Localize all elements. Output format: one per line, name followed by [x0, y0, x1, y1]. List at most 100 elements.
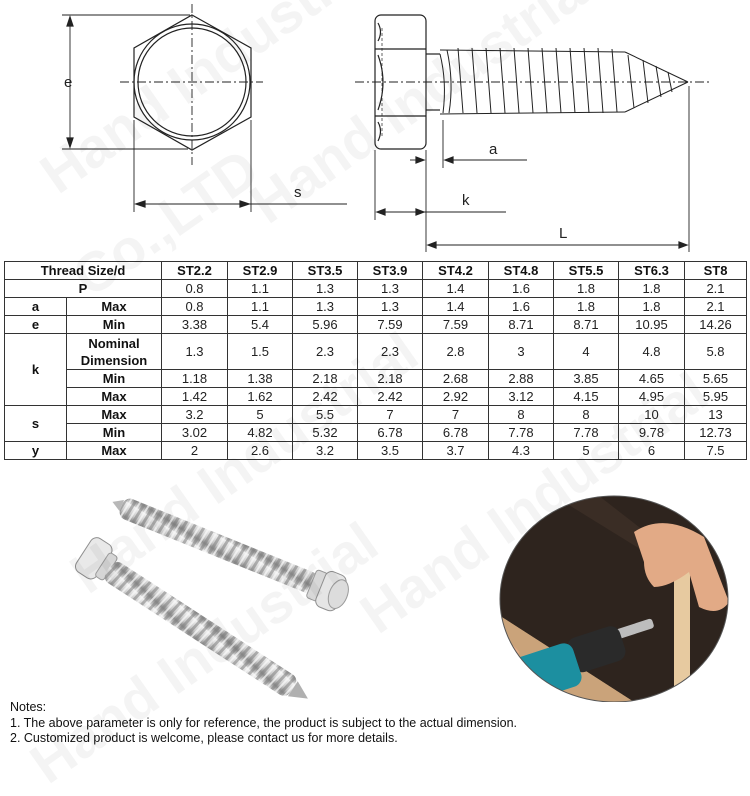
table-cell: 1.8	[618, 279, 685, 298]
table-cell: 5.95	[684, 387, 747, 406]
table-cell: 3.12	[488, 387, 554, 406]
table-cell: 4.15	[553, 387, 619, 406]
header-size: ST2.9	[227, 261, 293, 280]
table-cell: 8.71	[553, 315, 619, 334]
table-cell: 12.73	[684, 423, 747, 442]
header-size: ST5.5	[553, 261, 619, 280]
dim-label-a: a	[489, 141, 498, 158]
table-cell: 2.42	[357, 387, 423, 406]
header-size: ST8	[684, 261, 747, 280]
table-cell: 3.5	[357, 441, 423, 460]
table-cell: 7.59	[357, 315, 423, 334]
table-cell: 7.59	[422, 315, 489, 334]
sub-label: Min	[66, 423, 162, 442]
table-cell: 7.78	[488, 423, 554, 442]
table-cell: 3.38	[161, 315, 228, 334]
table-cell: 14.26	[684, 315, 747, 334]
param-label: k	[4, 333, 67, 406]
table-cell: 1.6	[488, 279, 554, 298]
note-item: 2. Customized product is welcome, please…	[10, 731, 398, 745]
sub-label-line: Dimension	[80, 352, 148, 368]
screw-back	[112, 498, 349, 612]
table-cell: 5.65	[684, 369, 747, 388]
sub-label-line: Nominal	[88, 335, 140, 351]
table-cell: 2.1	[684, 279, 747, 298]
header-size: ST4.8	[488, 261, 554, 280]
table-cell: 2.1	[684, 297, 747, 316]
header-size: ST2.2	[161, 261, 228, 280]
table-cell: 1.3	[292, 279, 358, 298]
sub-label: Max	[66, 405, 162, 424]
table-cell: 8.71	[488, 315, 554, 334]
notes: Notes: 1. The above parameter is only fo…	[10, 700, 517, 747]
table-cell: 2.92	[422, 387, 489, 406]
screws-product-photo	[74, 498, 349, 699]
dim-label-e: e	[64, 74, 73, 91]
table-cell: 4.82	[227, 423, 293, 442]
dim-label-L: L	[559, 225, 568, 242]
table-row-k-max: Max 1.42 1.62 2.42 2.42 2.92 3.12 4.15 4…	[5, 387, 747, 406]
header-thread-size: Thread Size/d	[4, 261, 162, 280]
table-cell: 4.8	[618, 333, 685, 370]
table-cell: 7.5	[684, 441, 747, 460]
table-cell: 2.8	[422, 333, 489, 370]
table-cell: 4.65	[618, 369, 685, 388]
table-cell: 5.32	[292, 423, 358, 442]
table-cell: 1.62	[227, 387, 293, 406]
table-cell: 1.4	[422, 297, 489, 316]
table-cell: 1.8	[553, 297, 619, 316]
table-cell: 1.18	[161, 369, 228, 388]
table-cell: 1.3	[161, 333, 228, 370]
table-row-y-max: y Max 2 2.6 3.2 3.5 3.7 4.3 5 6 7.5	[4, 441, 747, 460]
table-cell: 7	[422, 405, 489, 424]
table-cell: 1.3	[292, 297, 358, 316]
table-row-s-min: Min 3.02 4.82 5.32 6.78 6.78 7.78 7.78 9…	[5, 423, 747, 442]
table-cell: 2.3	[357, 333, 423, 370]
table-cell: 13	[684, 405, 747, 424]
sub-label: Min	[66, 315, 162, 334]
table-cell: 6.78	[422, 423, 489, 442]
table-cell: 5.4	[227, 315, 293, 334]
sub-label: Max	[66, 297, 162, 316]
sub-label: Min	[66, 369, 162, 388]
table-cell: 3.7	[422, 441, 489, 460]
note-item: 1. The above parameter is only for refer…	[10, 715, 517, 730]
table-cell: 3	[488, 333, 554, 370]
param-label: a	[4, 297, 67, 316]
table-cell: 2	[161, 441, 228, 460]
table-cell: 8	[488, 405, 554, 424]
table-row-s-max: s Max 3.2 5 5.5 7 7 8 8 10 13	[4, 405, 747, 442]
table-cell: 2.3	[292, 333, 358, 370]
header-size: ST6.3	[618, 261, 685, 280]
notes-title: Notes:	[10, 700, 47, 714]
table-cell: 4	[553, 333, 619, 370]
table-cell: 1.42	[161, 387, 228, 406]
header-size: ST3.5	[292, 261, 358, 280]
table-cell: 2.42	[292, 387, 358, 406]
table-row-e-min: e Min 3.38 5.4 5.96 7.59 7.59 8.71 8.71 …	[4, 315, 747, 334]
param-label: P	[4, 279, 162, 298]
hex-head-front-view	[62, 4, 347, 212]
table-cell: 5	[553, 441, 619, 460]
dim-label-k: k	[462, 192, 470, 209]
table-header-row: Thread Size/d ST2.2 ST2.9 ST3.5 ST3.9 ST…	[4, 261, 747, 280]
table-cell: 7	[357, 405, 423, 424]
table-cell: 4.95	[618, 387, 685, 406]
table-cell: 0.8	[161, 297, 228, 316]
table-cell: 5	[227, 405, 293, 424]
table-cell: 3.02	[161, 423, 228, 442]
screw-side-view	[355, 14, 710, 252]
table-cell: 1.3	[357, 279, 423, 298]
table-cell: 10	[618, 405, 685, 424]
table-cell: 6.78	[357, 423, 423, 442]
table-cell: 3.2	[161, 405, 228, 424]
table-cell: 2.68	[422, 369, 489, 388]
technical-drawing	[62, 4, 710, 252]
table-cell: 8	[553, 405, 619, 424]
table-cell: 2.88	[488, 369, 554, 388]
param-label: y	[4, 441, 67, 460]
table-cell: 3.85	[553, 369, 619, 388]
table-cell: 1.8	[618, 297, 685, 316]
